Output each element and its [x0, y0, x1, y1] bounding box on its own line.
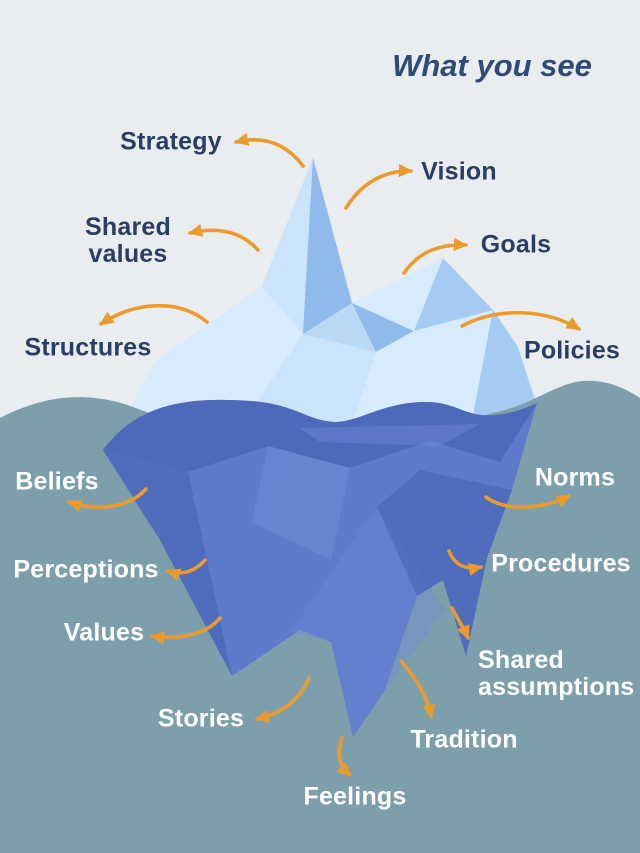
iceberg-facet	[300, 424, 480, 446]
label-perceptions: Perceptions	[13, 555, 159, 584]
label-norms: Norms	[534, 463, 616, 492]
label-feelings: Feelings	[303, 782, 407, 811]
label-values: Values	[63, 618, 145, 647]
iceberg-facet	[103, 450, 232, 676]
label-policies: Policies	[523, 336, 621, 365]
arrow-tradition-icon	[399, 659, 436, 720]
arrow-beliefs-icon	[67, 487, 148, 513]
label-vision: Vision	[421, 157, 497, 186]
arrow-structures-icon	[99, 303, 209, 326]
iceberg-facet	[352, 258, 443, 331]
arrow-shared-values-icon	[187, 223, 260, 252]
arrow-shared-assumptions-icon	[450, 606, 470, 640]
label-shared-assumptions: Shared assumptions	[478, 646, 635, 701]
arrow-procedures-icon	[447, 549, 484, 576]
label-shared-values: Shared values	[85, 213, 171, 268]
arrow-stories-icon	[254, 676, 311, 723]
arrow-policies-icon	[460, 311, 581, 331]
iceberg-facet	[414, 258, 493, 331]
iceberg-facet	[470, 310, 537, 432]
arrow-norms-icon	[484, 494, 571, 509]
iceberg-facet	[252, 446, 350, 560]
arrow-vision-icon	[344, 163, 414, 210]
iceberg-facet	[377, 470, 512, 656]
page-title: What you see	[392, 48, 592, 83]
iceberg-facet	[262, 158, 313, 334]
iceberg-facet	[352, 303, 414, 352]
arrow-feelings-icon	[336, 736, 352, 777]
label-strategy: Strategy	[120, 127, 222, 156]
arrow-strategy-icon	[233, 132, 305, 168]
label-structures: Structures	[24, 333, 152, 362]
label-goals: Goals	[480, 230, 552, 259]
arrow-perceptions-icon	[165, 558, 207, 582]
iceberg-facet	[103, 399, 537, 472]
iceberg-facet	[303, 158, 352, 334]
label-tradition: Tradition	[410, 725, 518, 754]
label-stories: Stories	[157, 704, 245, 733]
iceberg-below-water	[103, 399, 537, 737]
label-procedures: Procedures	[491, 549, 631, 578]
arrows	[67, 132, 581, 777]
arrow-values-icon	[149, 616, 222, 645]
arrow-goals-icon	[402, 237, 469, 275]
label-beliefs: Beliefs	[15, 467, 99, 496]
